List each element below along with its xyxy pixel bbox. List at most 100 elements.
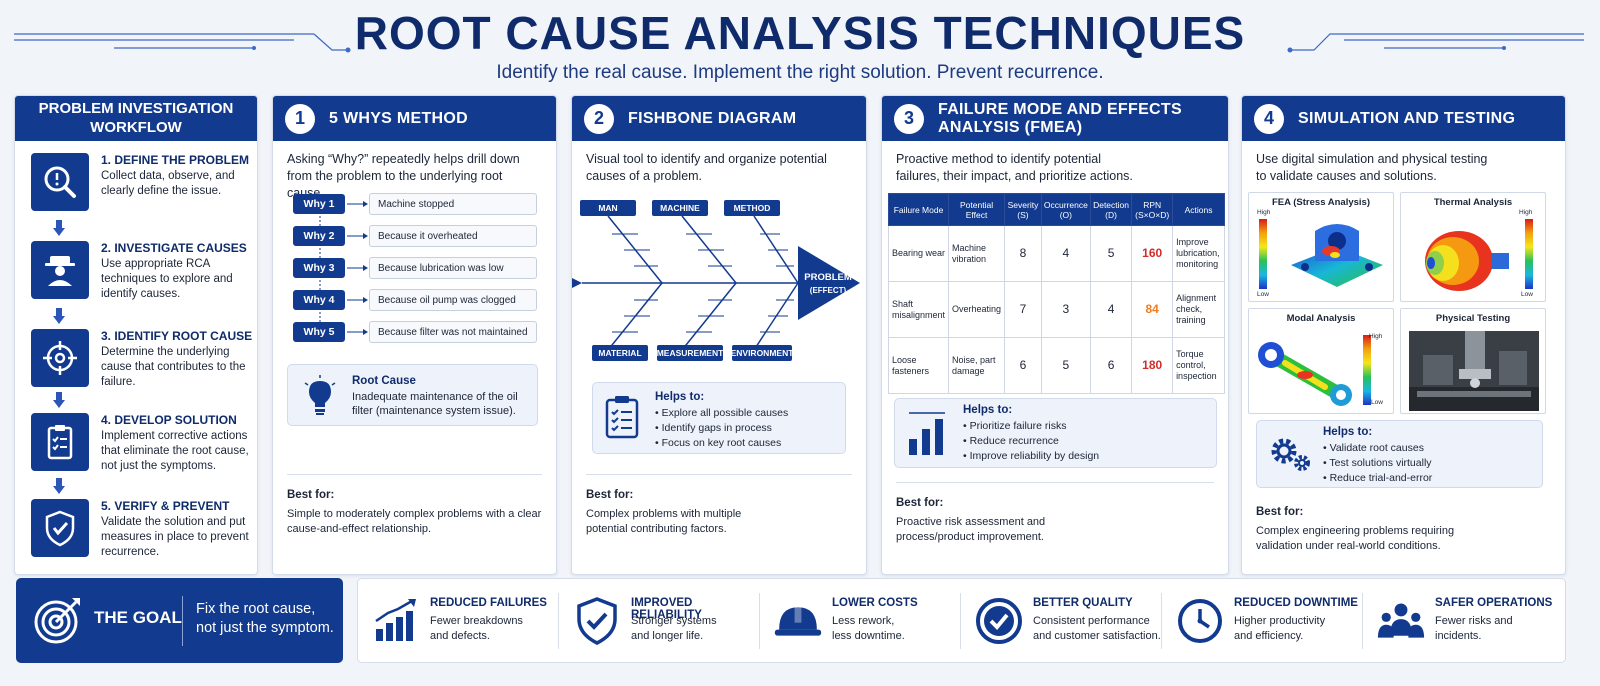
root-cause-box: Root Cause Inadequate maintenance of the… (287, 364, 538, 426)
column-header: Actions (1172, 193, 1225, 226)
list-item: Improve reliability by design (963, 449, 1100, 464)
list-item: Identify gaps in process (655, 421, 788, 436)
arrow-right-icon (347, 233, 368, 239)
column-header: Potential Effect (948, 193, 1006, 226)
column-header: Occurrence (O) (1040, 193, 1091, 226)
header: ROOT CAUSE ANALYSIS TECHNIQUES Identify … (0, 0, 1600, 90)
benefit-text: Stronger systems and longer life. (631, 614, 717, 644)
scale-high-label: High (1257, 209, 1271, 216)
arrow-down-icon (53, 392, 65, 408)
benefit-title: BETTER QUALITY (1033, 597, 1133, 609)
why-label: Why 5 (293, 322, 345, 342)
scale-low-label: Low (1371, 399, 1383, 406)
benefit-text-line: Less rework, (832, 615, 895, 627)
benefit-divider (1362, 593, 1363, 649)
effect-cell: Overheating (948, 281, 1006, 338)
effect-cell: Machine vibration (948, 225, 1006, 282)
scale-high-label: High (1369, 333, 1383, 340)
actions-cell: Improve lubrication, monitoring (1172, 225, 1225, 282)
arrow-right-icon (347, 201, 368, 207)
workflow-title: PROBLEM INVESTIGATION WORKFLOW (15, 96, 257, 141)
scale-low-label: Low (1521, 291, 1533, 298)
table-header-row: Failure Mode Potential Effect Severity (… (887, 193, 1225, 226)
goal-text-line: not just the symptom. (196, 620, 334, 636)
root-cause-text: Inadequate maintenance of the oil filter… (352, 391, 518, 417)
benefit-text-line: Stronger systems (631, 615, 717, 627)
physical-testing-tile: Physical Testing (1400, 308, 1546, 414)
goal-text: Fix the root cause, not just the symptom… (196, 600, 334, 638)
best-for: Best for: Complex problems with multiple… (586, 474, 852, 537)
benefit-divider (1161, 593, 1162, 649)
goal-divider (182, 596, 183, 646)
hard-hat-icon (774, 605, 822, 636)
fishbone-category-material: MATERIAL (592, 345, 648, 361)
why-row: Why 5 Because filter was not maintained (293, 321, 537, 343)
column-header: Failure Mode (887, 193, 950, 226)
benefit-title: REDUCED DOWNTIME (1234, 597, 1358, 609)
best-for-label: Best for: (1256, 506, 1304, 518)
five-whys-header: 1 5 WHYS METHOD (273, 96, 556, 141)
fmea-table: Failure Mode Potential Effect Severity (… (887, 193, 1225, 394)
why-row: Why 2 Because it overheated (293, 225, 537, 247)
workflow-step-title: 3. IDENTIFY ROOT CAUSE (101, 329, 253, 343)
benefit-divider (558, 593, 559, 649)
fishbone-category-environment: ENVIRONMENT (731, 345, 793, 361)
page-title: ROOT CAUSE ANALYSIS TECHNIQUES (354, 7, 1246, 59)
section-number: 1 (285, 103, 315, 134)
best-for-text: Complex engineering problems requiring v… (1256, 525, 1455, 552)
fmea-helps-box: Helps to: Prioritize failure risks Reduc… (894, 398, 1217, 468)
occurrence-cell: 3 (1040, 281, 1091, 338)
checklist-icon (605, 396, 639, 439)
rpn-cell: 180 (1131, 337, 1174, 394)
tile-title: Physical Testing (1435, 313, 1511, 324)
effect-cell: Noise, part damage (948, 337, 1006, 394)
fishbone-card: 2 FISHBONE DIAGRAM Visual tool to identi… (571, 95, 867, 575)
rpn-cell: 160 (1131, 225, 1174, 282)
list-item: Reduce recurrence (963, 434, 1099, 449)
best-for-label: Best for: (287, 489, 335, 501)
section-title: FAILURE MODE AND EFFECTS ANALYSIS (FMEA) (938, 101, 1182, 137)
arrow-right-icon (347, 265, 368, 271)
benefit-lower-costs: LOWER COSTS Less rework, less downtime. (760, 579, 961, 664)
why-answer: Because lubrication was low (369, 257, 537, 279)
workflow-step-title: 1. DEFINE THE PROBLEM (101, 153, 250, 167)
helps-list: Validate root causes Test solutions virt… (1323, 441, 1432, 486)
thermal-tile: Thermal Analysis High Low (1400, 192, 1546, 302)
benefit-text: Fewer risks and incidents. (1435, 614, 1513, 644)
workflow-step-verify: 5. VERIFY & PREVENT Validate the solutio… (31, 499, 257, 574)
occurrence-cell: 4 (1040, 225, 1091, 282)
team-icon (1377, 603, 1425, 638)
workflow-step-text: Collect data, observe, and clearly defin… (101, 170, 235, 197)
section-title: FISHBONE DIAGRAM (628, 109, 797, 127)
occurrence-cell: 5 (1040, 337, 1091, 394)
shield-check-icon (577, 597, 617, 645)
benefit-text: Fewer breakdowns and defects. (430, 614, 523, 644)
benefit-improved-reliability: IMPROVED RELIABILITY Stronger systems an… (559, 579, 760, 664)
clipboard-check-icon (31, 413, 89, 471)
benefit-title: SAFER OPERATIONS (1435, 597, 1553, 609)
tile-title: FEA (Stress Analysis) (1271, 197, 1371, 208)
section-number: 3 (894, 103, 924, 134)
column-header: Severity (S) (1004, 193, 1042, 226)
benefit-text: Higher productivity and efficiency. (1234, 614, 1325, 644)
fmea-header: 3 FAILURE MODE AND EFFECTS ANALYSIS (FME… (882, 96, 1228, 141)
fishbone-problem-head: PROBLEM (EFFECT) (798, 271, 858, 297)
benefit-text: Less rework, less downtime. (832, 614, 905, 644)
arrow-down-icon (53, 308, 65, 324)
benefit-title: IMPROVED RELIABILITY (631, 597, 702, 621)
simulation-helps-box: Helps to: Validate root causes Test solu… (1256, 420, 1543, 488)
workflow-step-investigate: 2. INVESTIGATE CAUSES Use appropriate RC… (31, 241, 257, 321)
column-header: RPN (S×O×D) (1131, 193, 1174, 226)
crosshair-icon (31, 329, 89, 387)
actions-cell: Torque control, inspection (1172, 337, 1225, 394)
modal-part-render-icon (1258, 342, 1352, 406)
detective-icon (31, 241, 89, 299)
best-for: Best for: Complex engineering problems r… (1256, 492, 1551, 554)
benefit-title: LOWER COSTS (832, 597, 918, 609)
table-row: Bearing wear Machine vibration 8 4 5 160… (887, 225, 1225, 282)
workflow-step-identify: 3. IDENTIFY ROOT CAUSE Determine the und… (31, 329, 257, 409)
list-item: Focus on key root causes (655, 436, 788, 451)
benefit-text-line: and customer satisfaction. (1033, 630, 1161, 642)
scale-low-label: Low (1257, 291, 1269, 298)
modal-tile: Modal Analysis High Low (1248, 308, 1394, 414)
